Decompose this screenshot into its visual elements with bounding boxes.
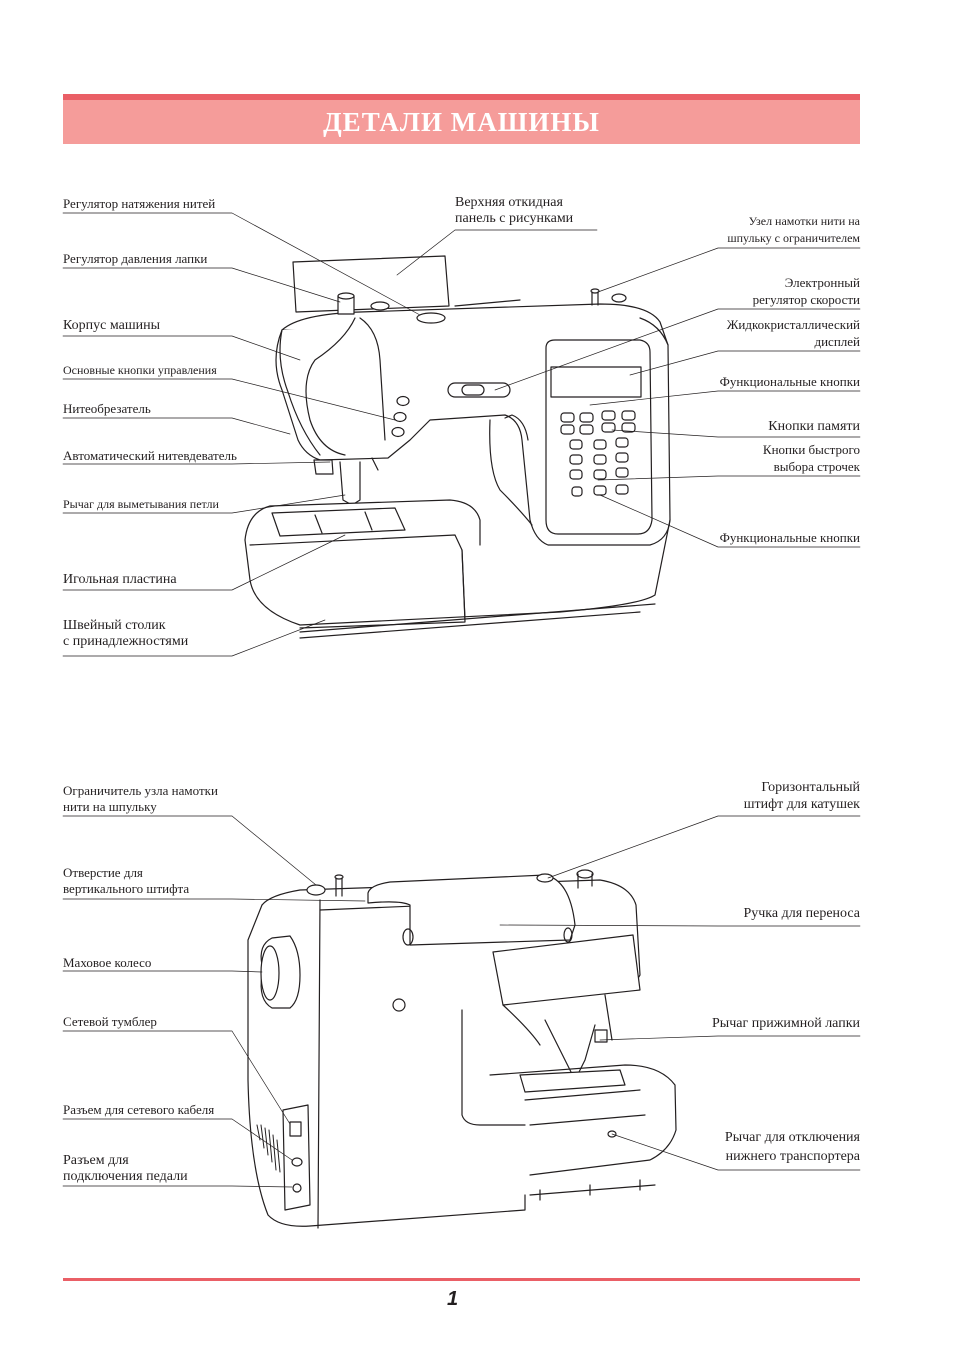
label-presser-lever: Рычаг прижимной лапки [712, 1016, 860, 1031]
label-sewing-table-2: с принадлежностями [63, 634, 189, 649]
label-buttonhole-lever: Рычаг для выметывания петли [63, 497, 219, 511]
label-lcd-2: дисплей [814, 334, 860, 349]
label-function-buttons-top: Функциональные кнопки [719, 374, 860, 389]
back-leader-lines [62, 815, 861, 1188]
back-machine-illustration [247, 869, 677, 1229]
label-thread-cutter: Нитеобрезатель [63, 401, 151, 416]
label-main-buttons: Основные кнопки управления [63, 363, 217, 377]
page-number: 1 [447, 1288, 459, 1310]
label-power-switch: Сетевой тумблер [63, 1014, 157, 1029]
label-lcd-1: Жидкокристаллический [726, 317, 860, 332]
label-bobbin-winder-1: Узел намотки нити на [748, 214, 860, 228]
label-horizontal-pin-1: Горизонтальный [761, 780, 860, 795]
label-handwheel: Маховое колесо [63, 955, 152, 970]
label-thread-tension: Регулятор натяжения нитей [63, 196, 216, 211]
footer-rule [63, 1278, 860, 1281]
label-bobbin-winder-2: шпульку с ограничителем [727, 231, 860, 245]
label-presser-pressure: Регулятор давления лапки [63, 251, 208, 266]
label-function-buttons-bottom: Функциональные кнопки [719, 530, 860, 545]
label-auto-threader: Автоматический нитевдеватель [63, 448, 237, 463]
label-feed-dog-lever-1: Рычаг для отключения [724, 1130, 860, 1145]
label-power-socket: Разъем для сетевого кабеля [63, 1102, 215, 1117]
label-vertical-pin-hole-2: вертикального штифта [63, 881, 190, 896]
label-feed-dog-lever-2: нижнего транспортера [725, 1149, 860, 1164]
label-vertical-pin-hole-1: Отверстие для [63, 865, 143, 880]
label-speed-control-2: регулятор скорости [752, 292, 860, 307]
label-needle-plate: Игольная пластина [63, 572, 177, 587]
label-quick-stitch-2: выбора строчек [773, 459, 860, 474]
front-machine-illustration [244, 255, 671, 639]
label-speed-control-1: Электронный [784, 275, 860, 290]
label-memory-buttons: Кнопки памяти [768, 419, 860, 434]
label-sewing-table-1: Швейный столик [63, 618, 166, 633]
label-carry-handle: Ручка для переноса [743, 906, 860, 921]
label-machine-body: Корпус машины [63, 318, 160, 333]
label-horizontal-pin-2: штифт для катушек [743, 797, 860, 812]
front-leader-lines [62, 212, 861, 657]
title-bar: ДЕТАЛИ МАШИНЫ [63, 94, 860, 144]
label-flip-panel-2: панель с рисунками [455, 211, 574, 226]
label-pedal-socket-1: Разъем для [63, 1153, 129, 1168]
label-winder-stopper-2: нити на шпульку [63, 799, 157, 814]
label-winder-stopper-1: Ограничитель узла намотки [63, 783, 218, 798]
label-flip-panel-1: Верхняя откидная [455, 195, 563, 210]
page-title: ДЕТАЛИ МАШИНЫ [323, 107, 600, 137]
label-quick-stitch-1: Кнопки быстрого [762, 442, 860, 457]
label-pedal-socket-2: подключения педали [63, 1169, 188, 1184]
